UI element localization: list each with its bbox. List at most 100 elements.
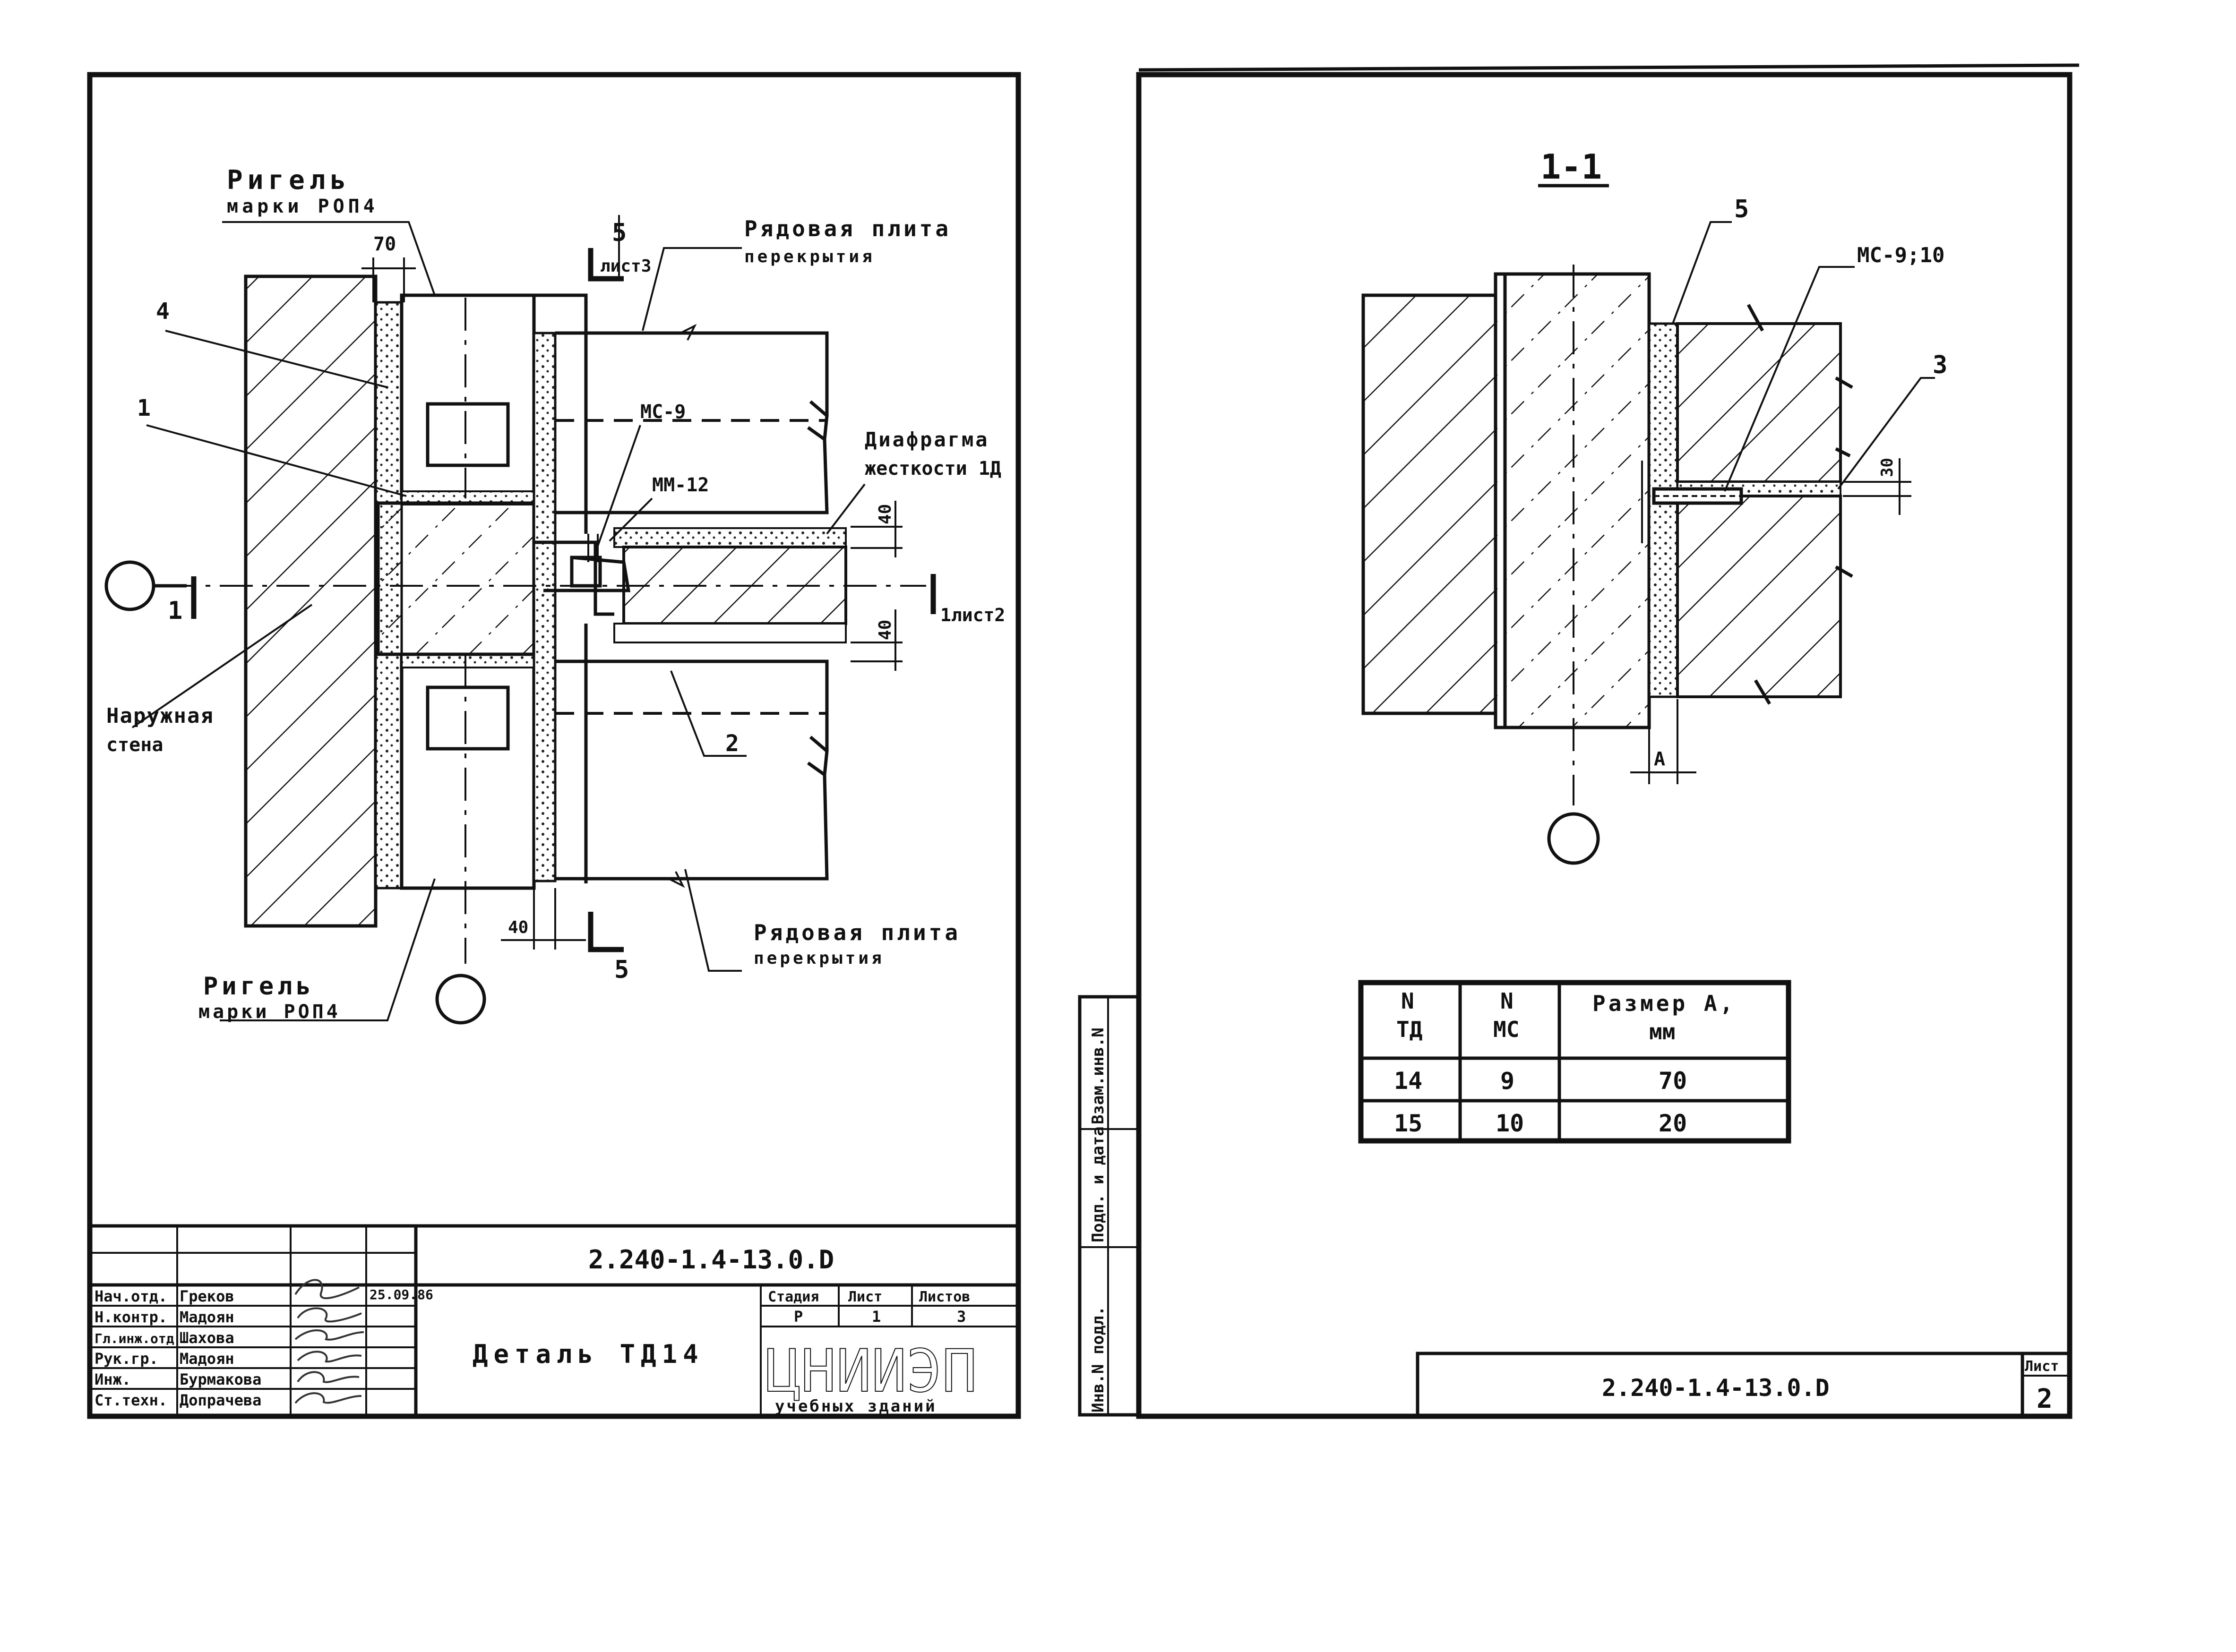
sheet1-frame xyxy=(87,72,1021,1419)
section-mortar-strip xyxy=(1648,322,1679,698)
section-axis-bubble xyxy=(1547,812,1600,865)
tb1-role: Инж. xyxy=(95,1370,131,1388)
tb1-row-1: Н.контр. Мадоян xyxy=(95,1308,234,1326)
label-dim-40-bottom: 40 xyxy=(876,620,895,640)
tb1-name: Мадоян xyxy=(180,1350,234,1368)
th-td-2: ТД xyxy=(1396,1017,1422,1042)
sheet2-title-block: 2.240-1.4-13.0.D Лист 2 xyxy=(1416,1352,2070,1415)
column-core xyxy=(376,501,536,656)
floor-plate-bottom xyxy=(555,659,829,888)
stamp-vzam-inv: Взам.инв.N xyxy=(1089,1027,1108,1124)
tb1-name: Допрачева xyxy=(180,1391,261,1409)
column-mortar-strip xyxy=(533,332,557,882)
label-diaphragm-2: жесткости 1Д xyxy=(865,458,1001,479)
tb1-code: 2.240-1.4-13.0.D xyxy=(588,1245,834,1275)
th-td-1: N xyxy=(1401,988,1414,1014)
tb1-name: Мадоян xyxy=(180,1308,234,1326)
label-dim-30: 30 xyxy=(1878,458,1897,477)
label-dim-40-left: 40 xyxy=(508,918,528,937)
label-rigel-top-1: Ригель xyxy=(227,165,351,196)
tb2-sheet-header: Лист xyxy=(2025,1358,2059,1375)
outer-wall xyxy=(244,274,378,928)
table-cell: 9 xyxy=(1500,1067,1514,1095)
tb1-name: Греков xyxy=(180,1287,234,1305)
label-callout-1: 1 xyxy=(137,395,151,421)
table-row: 14 9 70 xyxy=(1394,1067,1687,1095)
label-callout-3: 3 xyxy=(1933,351,1947,379)
side-stamp-strip: Инв.N подл. Подп. и дата Взам.инв.N xyxy=(1078,995,1141,1417)
table-cell: 14 xyxy=(1394,1067,1422,1095)
tb1-org-small: учебных зданий xyxy=(775,1397,937,1416)
tb1-row-5: Ст.техн. Допрачева xyxy=(95,1391,261,1409)
tb1-title: Деталь ТД14 xyxy=(473,1339,704,1369)
tb1-sheets-total: 3 xyxy=(957,1308,966,1326)
label-callout-5: 5 xyxy=(1734,195,1749,223)
rigel-top xyxy=(400,293,536,505)
label-dim-a: А xyxy=(1654,748,1665,770)
tb1-row-4: Инж. Бурмакова xyxy=(95,1370,261,1388)
label-rigel-bottom-1: Ригель xyxy=(203,972,315,1001)
section-wall xyxy=(1361,272,1651,729)
tb1-sheet-no: 1 xyxy=(872,1308,881,1326)
label-section5-top-num: 5 xyxy=(612,219,627,247)
sheet1-title-block: 2.240-1.4-13.0.D Деталь ТД14 Стадия Лист… xyxy=(92,1224,1016,1416)
sheet-1: Ригель марки РОП4 70 5 лист3 Рядовая пли… xyxy=(87,72,1021,1419)
section-plate-top xyxy=(1676,304,1853,483)
tb2-code: 2.240-1.4-13.0.D xyxy=(1602,1374,1830,1402)
tb1-role: Н.контр. xyxy=(95,1308,167,1326)
label-mc-9-10: МС-9;10 xyxy=(1857,243,1944,267)
tb1-name: Шахова xyxy=(180,1329,234,1347)
axis-bubble-bottom xyxy=(435,974,486,1025)
label-wall-2: стена xyxy=(106,734,163,756)
table-row: 15 10 20 xyxy=(1394,1110,1687,1137)
axis-bubble-left xyxy=(104,560,155,611)
tb1-sheet-header: Лист xyxy=(848,1289,882,1305)
label-section1-left: 1 xyxy=(168,597,182,625)
tb1-name: Бурмакова xyxy=(180,1370,261,1388)
label-plate-top-1: Рядовая плита xyxy=(744,216,951,241)
label-wall-1: Наружная xyxy=(106,704,214,728)
table-cell: 70 xyxy=(1659,1067,1687,1095)
th-mc-1: N xyxy=(1500,988,1514,1014)
tb1-role: Рук.гр. xyxy=(95,1350,158,1368)
size-table: N ТД N МС Размер А, мм 14 9 70 15 10 20 xyxy=(1358,980,1791,1144)
section-mark-5-bottom xyxy=(588,912,624,952)
tb1-sheets-header: Листов xyxy=(919,1289,970,1305)
tb1-role: Ст.техн. xyxy=(95,1391,167,1409)
tb1-stage: Р xyxy=(794,1308,803,1326)
label-mc9: МС-9 xyxy=(640,401,686,423)
tb1-stage-header: Стадия xyxy=(768,1289,819,1305)
sheet2-frame xyxy=(1136,72,2073,1419)
th-size-2: мм xyxy=(1649,1019,1675,1044)
label-diaphragm-1: Диафрагма xyxy=(865,428,989,451)
tb1-org-big: ЦНИИЭП xyxy=(765,1337,977,1405)
stamp-inv-podl: Инв.N подл. xyxy=(1089,1306,1108,1412)
section-title-1-1: 1-1 xyxy=(1540,147,1602,187)
label-plate-bottom-1: Рядовая плита xyxy=(754,920,961,945)
label-mm12: ММ-12 xyxy=(652,474,709,496)
th-size-1: Размер А, xyxy=(1592,991,1736,1016)
th-mc-2: МС xyxy=(1493,1017,1519,1042)
label-dim-40-top: 40 xyxy=(876,504,895,524)
label-section5-bottom-num: 5 xyxy=(614,956,629,984)
label-callout-4: 4 xyxy=(156,298,170,325)
connection-plates xyxy=(534,534,631,616)
floor-plate-top xyxy=(555,324,829,514)
label-plate-top-2: перекрытия xyxy=(744,247,875,266)
label-plate-bottom-2: перекрытия xyxy=(754,949,885,968)
sheet-2: Инв.N подл. Подп. и дата Взам.инв.N 1-1 xyxy=(1078,63,2080,1419)
stamp-podp-data: Подп. и дата xyxy=(1089,1126,1108,1242)
tb1-row-3: Рук.гр. Мадоян xyxy=(95,1350,234,1368)
label-dim-70: 70 xyxy=(373,233,396,255)
tb2-sheet-no: 2 xyxy=(2037,1384,2053,1414)
rigel-bottom xyxy=(400,652,536,890)
label-section1-right: 1лист2 xyxy=(940,605,1005,625)
section-mark-5-top xyxy=(588,248,624,282)
label-rigel-top-2: марки РОП4 xyxy=(227,196,378,217)
tb1-row-2: Гл.инж.отд Шахова xyxy=(95,1329,234,1347)
tb1-role: Гл.инж.отд xyxy=(95,1331,174,1346)
tb1-role: Нач.отд. xyxy=(95,1287,167,1305)
tb1-row-0: Нач.отд. Греков xyxy=(95,1287,234,1305)
section-plate-bottom xyxy=(1676,495,1853,705)
